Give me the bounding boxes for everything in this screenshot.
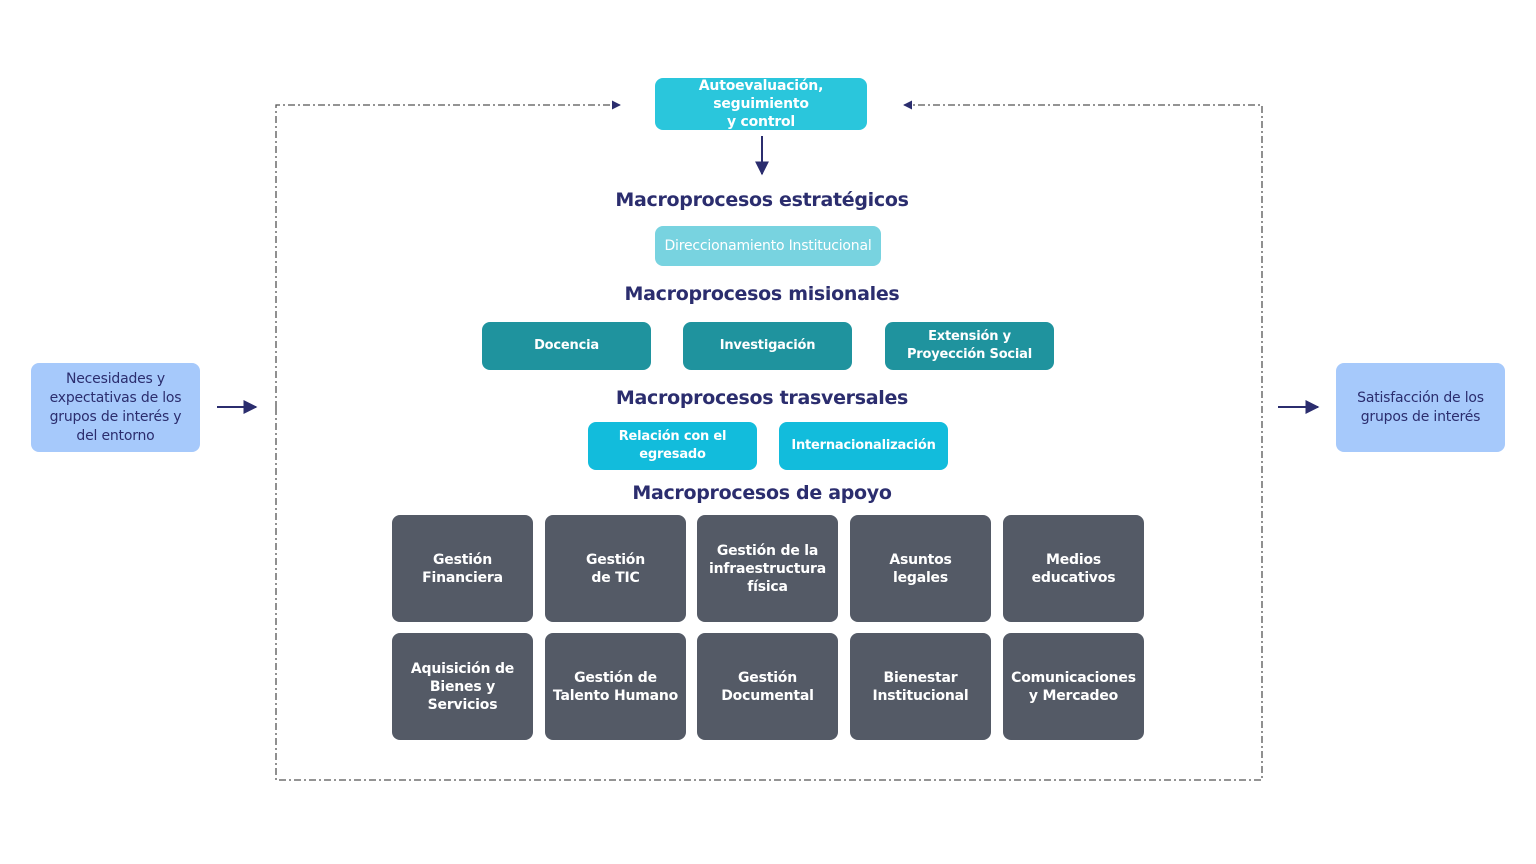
support-box: Aquisición de Bienes y Servicios [392,633,533,740]
transversal-box: Internacionalización [779,422,948,470]
support-box: Gestión de TIC [545,515,686,622]
heading-strategic: Macroprocesos estratégicos [615,189,909,211]
output-box: Satisfacción de los grupos de interés [1336,363,1505,452]
heading-support: Macroprocesos de apoyo [632,482,892,504]
support-box: Bienestar Institucional [850,633,991,740]
support-box: Gestión de Talento Humano [545,633,686,740]
support-box: Gestión de la infraestructura física [697,515,838,622]
support-box: Gestión Financiera [392,515,533,622]
transversal-box: Relación con el egresado [588,422,757,470]
support-box: Gestión Documental [697,633,838,740]
heading-transversal: Macroprocesos trasversales [615,387,909,409]
feedback-box: Autoevaluación, seguimiento y control [655,78,867,130]
input-box: Necesidades y expectativas de los grupos… [31,363,200,452]
support-box: Medios educativos [1003,515,1144,622]
heading-missional: Macroprocesos misionales [624,283,900,305]
missional-box: Docencia [482,322,651,370]
missional-box: Investigación [683,322,852,370]
strategic-box: Direccionamiento Institucional [655,226,881,266]
support-box: Asuntos legales [850,515,991,622]
missional-box: Extensión y Proyección Social [885,322,1054,370]
feedback-loop-left [275,100,621,408]
support-box: Comunicaciones y Mercadeo [1003,633,1144,740]
